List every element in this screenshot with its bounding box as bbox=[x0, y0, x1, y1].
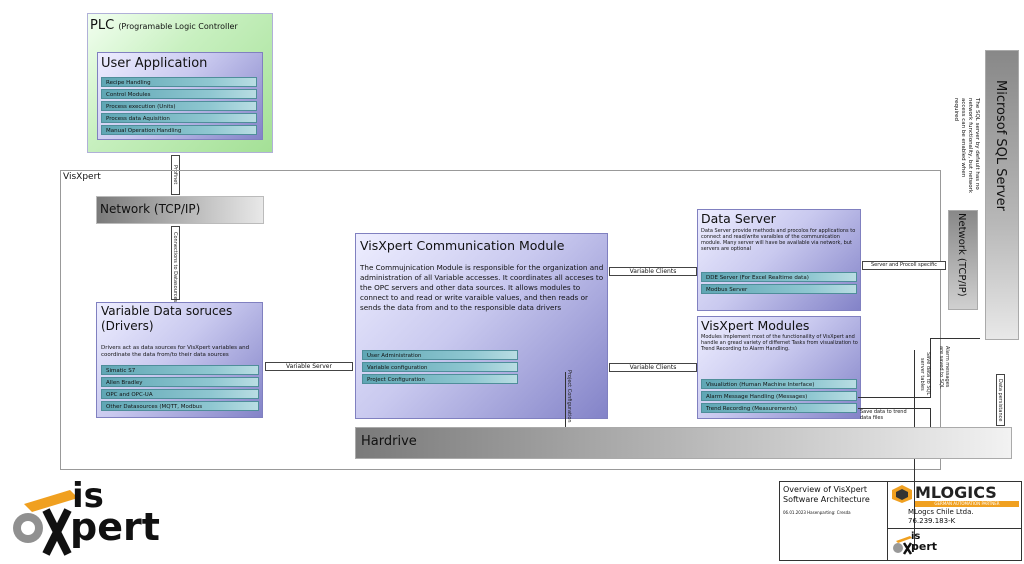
list-item: Alarm Message Handling (Messages) bbox=[701, 391, 857, 401]
data-server-box bbox=[697, 209, 861, 311]
trend-line-v bbox=[930, 408, 931, 430]
mlogics-brand: MLOGICS bbox=[915, 483, 997, 502]
list-item: Control Modules bbox=[101, 89, 257, 99]
data-persistance-label: Data persistance bbox=[997, 378, 1003, 422]
alarm-sql-label: Alarm messages are saved to SQL bbox=[938, 345, 950, 389]
list-item: Manual Operation Handling bbox=[101, 125, 257, 135]
footer-date: 06.01.2023 Hasenparting: Cresda bbox=[783, 510, 851, 515]
sql-server-title: Microsof SQL Server bbox=[993, 80, 1008, 211]
project-config-label: Project Configuration bbox=[566, 370, 572, 423]
alarm-line-h bbox=[858, 397, 931, 398]
list-item: User Administration bbox=[362, 350, 518, 360]
mlogics-icon bbox=[892, 485, 912, 503]
footer-small-logo: is pert bbox=[892, 531, 962, 557]
alarm-line-v bbox=[930, 338, 931, 398]
list-item: Variable configuration bbox=[362, 362, 518, 372]
hardrive-title: Hardrive bbox=[361, 434, 417, 449]
footer-divider-h bbox=[887, 528, 1022, 529]
visxpert-logo-graphic bbox=[13, 490, 78, 556]
footer-divider-v bbox=[887, 481, 888, 561]
data-server-desc: Data Server provide methods and procolos… bbox=[701, 228, 856, 252]
list-item: Recipe Handling bbox=[101, 77, 257, 87]
sql-network-box bbox=[948, 210, 978, 310]
modules-desc: Modules implement most of the functionai… bbox=[701, 334, 858, 352]
comm-module-desc: The Commujnication Module is responsible… bbox=[360, 263, 604, 312]
trend-line-h bbox=[858, 408, 931, 409]
list-item: DDE Server (For Excel Realtime data) bbox=[701, 272, 857, 282]
variable-server-link: Variable Server bbox=[265, 362, 353, 371]
sql-network-title: Network (TCP/IP) bbox=[956, 213, 967, 297]
user-application-title: User Application bbox=[101, 56, 208, 71]
visxpert-label: VisXpert bbox=[63, 172, 101, 182]
logo-text-pert: pert bbox=[70, 505, 160, 549]
modules-box bbox=[697, 316, 861, 419]
save-sql-label: Save data to SQL server tables bbox=[919, 352, 931, 396]
datasource-link bbox=[171, 226, 180, 300]
comm-module-title: VisXpert Communication Module bbox=[360, 238, 565, 253]
network-box bbox=[96, 196, 264, 224]
mlogics-logo: MLOGICS GERMAN AUTOMATION PARTNER bbox=[891, 483, 1019, 507]
drivers-title: Variable Data soruces (Drivers) bbox=[101, 304, 233, 333]
data-server-list: DDE Server (For Excel Realtime data) Mod… bbox=[701, 272, 857, 294]
footer-rut: 76.239.183-K bbox=[908, 517, 956, 525]
sql-server-box bbox=[985, 50, 1019, 340]
footer-company: MLogcs Chile Ltda. bbox=[908, 508, 974, 516]
list-item: Other Datasources (MQTT, Modbus bbox=[101, 401, 259, 411]
sql-note: The SQL server by default has no network… bbox=[953, 98, 980, 194]
hardrive-box bbox=[355, 427, 1012, 459]
data-server-title: Data Server bbox=[701, 211, 776, 226]
profinet-link bbox=[171, 155, 180, 195]
list-item: Trend Recording (Measurements) bbox=[701, 403, 857, 413]
list-item: Simatic S7 bbox=[101, 365, 259, 375]
footer-block bbox=[779, 481, 1022, 561]
footer-small-logo-icon bbox=[893, 536, 913, 555]
list-item: Allen Bradley bbox=[101, 377, 259, 387]
server-link: Server and Procoll specific bbox=[862, 261, 946, 270]
list-item: Process execution (Units) bbox=[101, 101, 257, 111]
visxpert-container bbox=[60, 170, 941, 470]
comm-module-list: User Administration Variable configurati… bbox=[362, 350, 518, 384]
list-item: Process data Aquisition bbox=[101, 113, 257, 123]
footer-title: Overview of VisXpert Software Architectu… bbox=[783, 485, 870, 504]
profinet-label: Profinet bbox=[172, 165, 178, 185]
data-persistance-link bbox=[996, 374, 1005, 426]
variable-clients-bottom-link: Variable Clients bbox=[609, 363, 697, 372]
datasource-link-label: Connections to Datasources bbox=[172, 232, 178, 303]
plc-title: PLC (Programable Logic Controller bbox=[90, 18, 238, 33]
visxpert-logo bbox=[2, 484, 202, 556]
list-item: Project Configuration bbox=[362, 374, 518, 384]
alarm-line-h2 bbox=[930, 338, 980, 339]
variable-clients-top-link: Variable Clients bbox=[609, 267, 697, 276]
drivers-desc: Drivers act as data sources for VisXpert… bbox=[101, 345, 250, 358]
footer-small-logo-is: is bbox=[911, 531, 921, 542]
list-item: OPC and OPC-UA bbox=[101, 389, 259, 399]
mlogics-tag: GERMAN AUTOMATION PARTNER bbox=[915, 501, 1019, 507]
footer-small-logo-pert: pert bbox=[911, 540, 938, 553]
project-config-line bbox=[565, 372, 566, 427]
list-item: Modbus Server bbox=[701, 284, 857, 294]
user-application-list: Recipe Handling Control Modules Process … bbox=[101, 77, 257, 135]
modules-list: Visualiztion (Human Machine Interface) A… bbox=[701, 379, 857, 413]
network-title: Network (TCP/IP) bbox=[100, 202, 201, 216]
modules-title: VisXpert Modules bbox=[701, 318, 810, 333]
list-item: Visualiztion (Human Machine Interface) bbox=[701, 379, 857, 389]
logo-text-is: is bbox=[72, 476, 104, 516]
save-trend-label: Save data to trend data files bbox=[860, 409, 907, 421]
drivers-list: Simatic S7 Allen Bradley OPC and OPC-UA … bbox=[101, 365, 259, 411]
